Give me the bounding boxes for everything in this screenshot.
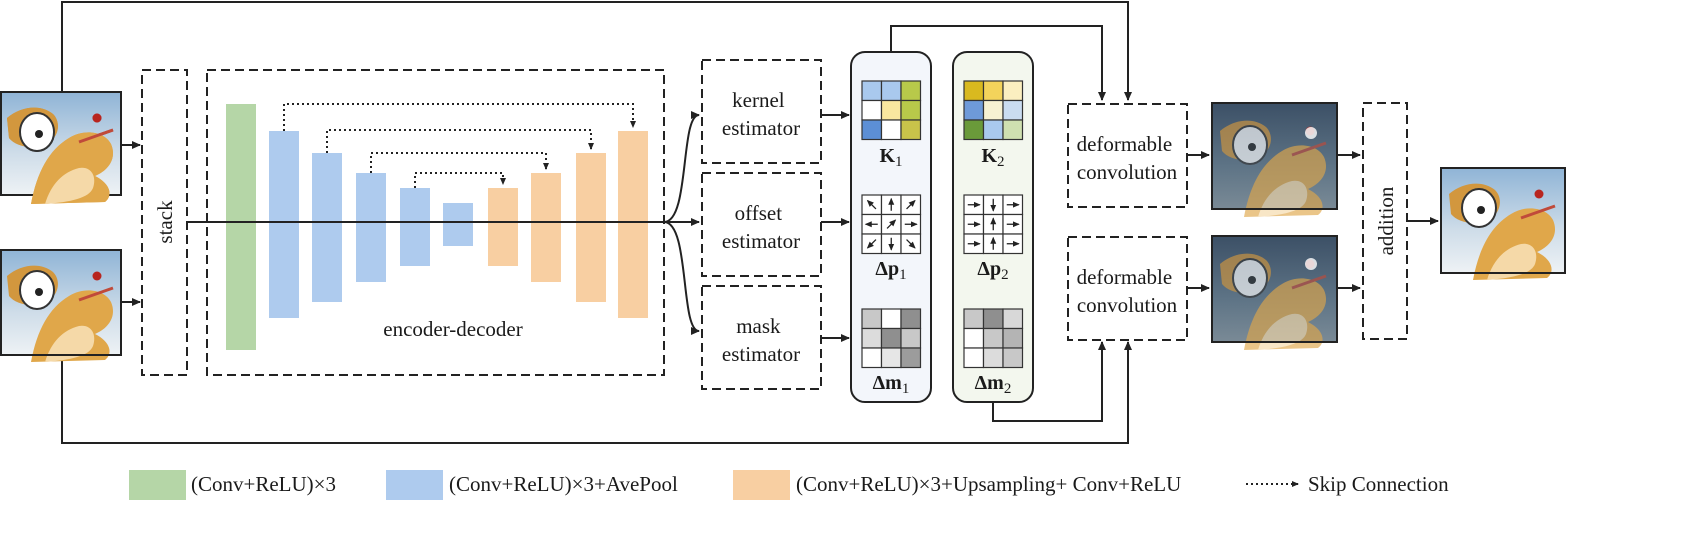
top-bypass-line xyxy=(61,1,1132,101)
kernel-grid-1 xyxy=(861,80,922,141)
skip-connection-3 xyxy=(370,152,549,173)
kernel-grid-2 xyxy=(963,80,1024,141)
grid-cell xyxy=(1002,119,1024,141)
grid-cell xyxy=(880,327,902,349)
grid-cell xyxy=(982,347,1004,369)
offset-arrow-icon xyxy=(886,219,897,229)
legend-text-skip: Skip Connection xyxy=(1308,472,1449,496)
layer-green xyxy=(226,104,256,350)
offset-estimator-label: offset estimator xyxy=(722,201,800,253)
grid-cell xyxy=(900,347,922,369)
legend-text-orange: (Conv+ReLU)×3+Upsampling+ Conv+ReLU xyxy=(796,472,1181,496)
grid-cell xyxy=(1002,99,1024,121)
offset-grid-1 xyxy=(861,194,922,255)
legend-swatch-blue xyxy=(386,470,443,500)
grid-cell xyxy=(900,119,922,141)
grid-cell xyxy=(880,80,902,102)
offset-arrow-icon xyxy=(906,199,916,210)
layer-enc-2 xyxy=(312,153,342,302)
skip-connection-4 xyxy=(414,172,506,188)
deformable-conv-top-label: deformable convolution xyxy=(1077,132,1178,184)
grid-cell xyxy=(1002,308,1024,330)
label-k2: K2 xyxy=(981,145,1004,170)
grid-cell xyxy=(1002,327,1024,349)
encoder-decoder-label: encoder-decoder xyxy=(383,317,522,341)
grid-cell xyxy=(861,308,883,330)
grid-cell xyxy=(963,99,985,121)
grid-cell xyxy=(963,327,985,349)
grid-cell xyxy=(982,119,1004,141)
grid-cell xyxy=(1002,347,1024,369)
grid-cell xyxy=(880,99,902,121)
deformable-conv-bottom-label: deformable convolution xyxy=(1077,265,1178,317)
label-p1: Δp1 xyxy=(875,258,906,283)
layer-enc-1 xyxy=(269,131,299,318)
intermediate-frame-bottom xyxy=(1211,235,1338,352)
layer-dec-4 xyxy=(618,131,648,318)
grid-cell xyxy=(861,80,883,102)
grid-cell xyxy=(1002,80,1024,102)
offset-arrow-icon xyxy=(906,239,916,249)
grid-cell xyxy=(880,119,902,141)
grid-cell xyxy=(861,347,883,369)
stack-label: stack xyxy=(153,200,177,244)
grid-cell xyxy=(963,308,985,330)
grid-cell xyxy=(880,347,902,369)
label-m1: Δm1 xyxy=(873,372,910,397)
kernel-estimator-label: kernel estimator xyxy=(722,88,800,140)
input-frame-bottom xyxy=(0,249,122,364)
legend-text-blue: (Conv+ReLU)×3+AvePool xyxy=(449,472,678,496)
grid-cell xyxy=(861,327,883,349)
legend-text-green: (Conv+ReLU)×3 xyxy=(191,472,336,496)
grid-cell xyxy=(982,99,1004,121)
mask-grid-1 xyxy=(861,308,922,369)
label-k1: K1 xyxy=(879,145,902,170)
grid-cell xyxy=(982,308,1004,330)
mask-grid-2 xyxy=(963,308,1024,369)
skip-connection-1 xyxy=(283,103,636,131)
offset-arrow-icon xyxy=(866,239,877,249)
grid-cell xyxy=(963,80,985,102)
grid-cell xyxy=(982,327,1004,349)
layer-dec-1 xyxy=(488,188,518,266)
offset-estimator-block xyxy=(701,172,822,277)
mask-estimator-label: mask estimator xyxy=(722,314,800,366)
grid-cell xyxy=(963,119,985,141)
grid-cell xyxy=(861,119,883,141)
addition-label: addition xyxy=(1374,186,1398,255)
grid-cell xyxy=(900,99,922,121)
grid-cell xyxy=(880,308,902,330)
legend-swatch-green xyxy=(129,470,186,500)
label-p2: Δp2 xyxy=(977,258,1008,283)
grid-cell xyxy=(900,80,922,102)
grid-cell xyxy=(900,327,922,349)
bottom-bypass-line xyxy=(61,341,1132,444)
grid-cell xyxy=(861,99,883,121)
layer-enc-4 xyxy=(400,188,430,266)
grid-cell xyxy=(963,347,985,369)
layer-enc-3 xyxy=(356,173,386,282)
layer-bottleneck xyxy=(443,203,473,246)
output-frame xyxy=(1440,167,1566,282)
grid-cell xyxy=(900,308,922,330)
grid-cell xyxy=(982,80,1004,102)
offset-grid-2 xyxy=(963,194,1024,255)
label-m2: Δm2 xyxy=(975,372,1012,397)
offset-arrow-icon xyxy=(866,199,877,210)
legend-swatch-orange xyxy=(733,470,790,500)
intermediate-frame-top xyxy=(1211,102,1338,219)
layer-dec-2 xyxy=(531,173,561,282)
kernel-estimator-block xyxy=(701,59,822,164)
layer-dec-3 xyxy=(576,153,606,302)
skip-connection-2 xyxy=(326,129,594,153)
